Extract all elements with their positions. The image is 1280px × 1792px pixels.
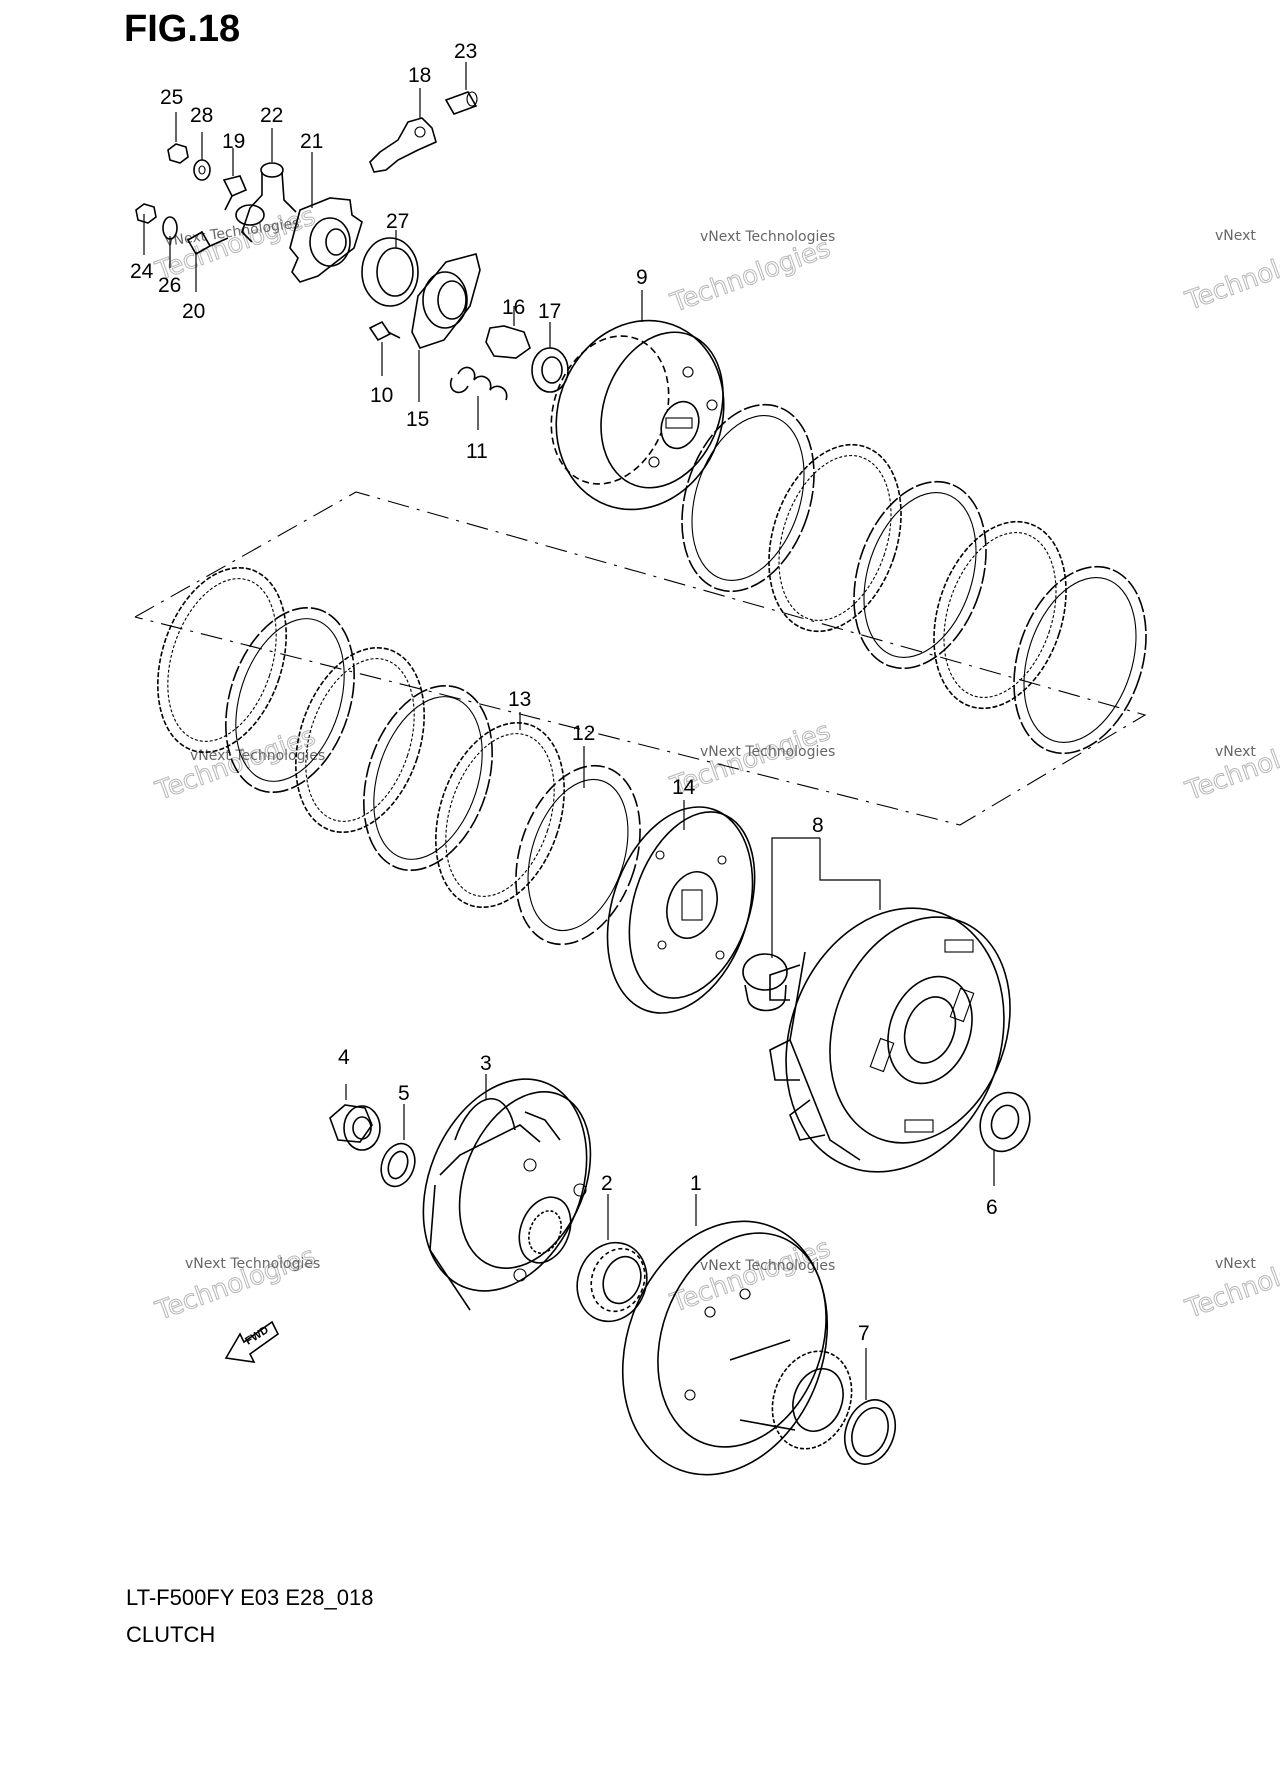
watermark-group: Technologies vNext Technologies Technolo… [151, 201, 1280, 1328]
part-6-washer [979, 1091, 1031, 1153]
callout-11: 11 [466, 440, 488, 463]
watermark-low-mid: Technologies vNext Technologies [666, 1233, 836, 1320]
svg-text:Technologies: Technologies [1181, 231, 1280, 317]
part-12-cushion-plate [515, 764, 641, 946]
steel-plate-b [933, 520, 1067, 710]
footer-section-name: CLUTCH [126, 1622, 216, 1647]
callout-21: 21 [300, 130, 323, 153]
part-8-sleeve [742, 953, 788, 1012]
callout-17: 17 [538, 300, 561, 323]
part-21-release-plate [289, 197, 363, 283]
callout-4: 4 [338, 1046, 350, 1069]
part-28-washer [193, 159, 211, 181]
part-22-release-camshaft [235, 162, 297, 243]
figure-title: FIG.18 [124, 8, 241, 50]
part-clutch-hub [550, 319, 725, 511]
svg-text:vNext Technologies: vNext Technologies [700, 1258, 835, 1274]
footer-model-code: LT-F500FY E03 E28_018 [126, 1585, 374, 1610]
watermark-top-mid: Technologies vNext Technologies [666, 229, 836, 319]
svg-text:Technologies: Technologies [151, 1241, 319, 1327]
callout-3: 3 [480, 1052, 492, 1075]
part-13-plate [435, 721, 565, 909]
callout-labels: 1 2 3 4 5 6 7 8 9 10 11 12 13 14 15 16 1… [130, 40, 998, 1345]
svg-text:vNext: vNext [1215, 744, 1256, 760]
leader-lines [143, 62, 995, 1400]
svg-text:Technologies: Technologies [666, 233, 834, 319]
callout-2: 2 [601, 1172, 613, 1195]
callout-16: 16 [502, 296, 525, 319]
callout-10: 10 [370, 384, 393, 407]
part-14-pressure-disc [606, 806, 756, 1014]
part-15-lifter-plate [411, 253, 481, 349]
fwd-direction-arrow: FWD [224, 1320, 280, 1364]
part-25-nut [167, 143, 189, 164]
friction-plate-b [853, 480, 987, 670]
part-17-washer [531, 347, 569, 393]
callout-23: 23 [454, 40, 477, 63]
svg-text:vNext: vNext [1215, 1256, 1256, 1272]
svg-text:vNext Technologies: vNext Technologies [700, 229, 835, 245]
svg-text:Technologies: Technologies [666, 1233, 834, 1319]
callout-15: 15 [406, 408, 429, 431]
part-5-washer [380, 1142, 416, 1188]
callout-1: 1 [690, 1172, 702, 1195]
callout-27: 27 [386, 210, 409, 233]
watermark-low-left: Technologies vNext Technologies [151, 1241, 321, 1328]
svg-text:vNext Technologies: vNext Technologies [700, 744, 835, 760]
callout-13: 13 [508, 688, 531, 711]
part-plates-lower [157, 566, 493, 872]
part-11-spring [449, 366, 508, 401]
svg-text:Technologies: Technologies [1181, 721, 1280, 807]
callout-18: 18 [408, 64, 431, 87]
part-23-bolt [444, 91, 478, 115]
svg-text:vNext: vNext [1215, 228, 1256, 244]
part-4-nut [329, 1104, 381, 1151]
watermark-mid-right: vNext Technologies [1181, 721, 1280, 808]
callout-25: 25 [160, 86, 183, 109]
part-plates-upper [681, 403, 1147, 755]
steel-plate-a [768, 443, 902, 633]
callout-6: 6 [986, 1196, 998, 1219]
part-27-bearing [361, 237, 419, 307]
callout-12: 12 [572, 722, 595, 745]
svg-text:Technologies: Technologies [151, 721, 319, 807]
callout-19: 19 [222, 130, 245, 153]
part-24-nut [135, 203, 157, 224]
callout-8: 8 [812, 814, 824, 837]
callout-5: 5 [398, 1082, 410, 1105]
callout-14: 14 [672, 776, 696, 799]
part-2-bearing [576, 1241, 648, 1323]
callout-7: 7 [858, 1322, 870, 1345]
callout-20: 20 [182, 300, 205, 323]
part-10-bolt [368, 320, 401, 342]
callout-22: 22 [260, 104, 283, 127]
part-1-primary-driven-gear [621, 1220, 853, 1476]
callout-9: 9 [636, 266, 648, 289]
svg-text:vNext Technologies: vNext Technologies [185, 1256, 320, 1272]
friction-plate-a [681, 403, 815, 593]
svg-text:vNext Technologies: vNext Technologies [190, 748, 325, 764]
part-7-washer [843, 1399, 897, 1465]
callout-24: 24 [130, 260, 154, 283]
callout-28: 28 [190, 104, 213, 127]
part-19-bolt [222, 175, 248, 211]
friction-plate-c [1013, 565, 1147, 755]
part-20-bolt [186, 230, 229, 256]
watermark-top-right: vNext Technologies [1181, 228, 1280, 317]
callout-26: 26 [158, 274, 181, 297]
plate-stack-frame [134, 491, 1147, 826]
part-8-clutch-housing [769, 907, 1011, 1173]
part-18-lever [369, 117, 437, 173]
part-16-spacer [485, 325, 531, 359]
svg-text:Technologies: Technologies [1181, 1239, 1280, 1325]
part-3-clutch-carrier [422, 1078, 592, 1311]
watermark-low-right: vNext Technologies [1181, 1239, 1280, 1326]
